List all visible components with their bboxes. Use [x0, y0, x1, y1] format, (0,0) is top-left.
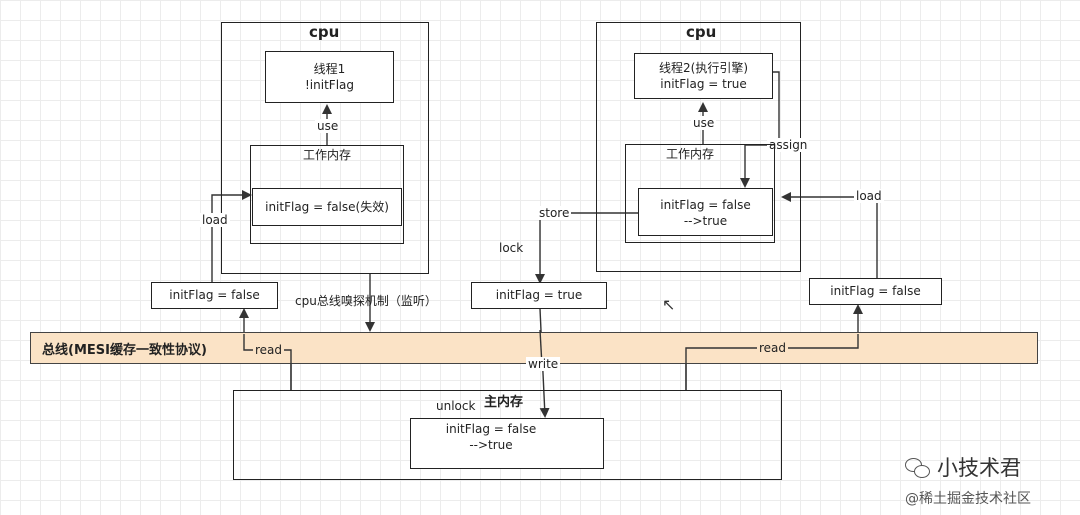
flag-box-middle — [471, 282, 607, 309]
working-memory-right-title: 工作内存 — [665, 147, 714, 161]
cpu-right-title: cpu — [686, 23, 717, 41]
flag-right-text: initFlag = false — [830, 284, 921, 298]
sniff-label: cpu总线嗅探机制（监听） — [295, 294, 437, 308]
watermark-account-text: 小技术君 — [937, 456, 1021, 480]
thread1-flag: !initFlag — [305, 78, 354, 92]
flag-left-text: initFlag = false — [169, 288, 260, 302]
unlock-label: unlock — [436, 399, 476, 413]
watermark-site: @稀土掘金技术社区 — [905, 491, 1031, 507]
working-memory-left-title: 工作内存 — [302, 148, 351, 162]
main-memory-value: initFlag = false -->true — [410, 421, 572, 453]
working-memory-right — [625, 144, 775, 243]
working-memory-left-value-box — [252, 188, 402, 226]
wechat-icon — [905, 458, 931, 480]
cpu-left-container — [221, 22, 429, 274]
load-label-left: load — [200, 213, 230, 227]
use-label-right: use — [691, 116, 717, 130]
thread1-text: 线程1 !initFlag — [265, 61, 394, 93]
working-memory-right-value-line2: -->true — [683, 214, 728, 228]
flag-box-right — [809, 278, 942, 305]
main-memory-value-box — [410, 418, 604, 469]
main-memory-value-line1: initFlag = false — [445, 422, 537, 436]
store-label: store — [537, 206, 572, 220]
bus-label: 总线(MESI缓存一致性协议) — [42, 343, 207, 358]
flag-middle-text: initFlag = true — [495, 288, 583, 302]
thread2-text: 线程2(执行引擎) initFlag = true — [634, 60, 773, 92]
read-label-right: read — [757, 341, 789, 355]
mouse-cursor-icon: ↖ — [662, 295, 676, 314]
lock-label: lock — [499, 241, 524, 255]
thread2-name: 线程2(执行引擎) — [659, 61, 748, 75]
main-memory-value-line2: -->true — [469, 438, 513, 452]
main-memory-box — [233, 390, 782, 480]
working-memory-right-value-box — [638, 188, 773, 236]
working-memory-right-value-line1: initFlag = false — [660, 198, 751, 212]
thread2-box — [634, 53, 773, 99]
working-memory-right-value: initFlag = false -->true — [638, 197, 773, 229]
assign-label: assign — [767, 138, 810, 152]
thread2-flag: initFlag = true — [660, 77, 747, 91]
cpu-left-title: cpu — [309, 23, 340, 41]
flag-box-left — [151, 282, 278, 309]
thread1-name: 线程1 — [313, 62, 346, 76]
write-label: write — [526, 357, 561, 371]
main-memory-title: 主内存 — [484, 395, 524, 410]
working-memory-left — [250, 145, 404, 244]
thread1-box — [265, 51, 394, 103]
use-label-left: use — [315, 119, 341, 133]
working-memory-left-value: initFlag = false(失效) — [265, 200, 389, 214]
watermark-account: 小技术君 — [905, 452, 1021, 482]
load-label-right: load — [854, 189, 884, 203]
read-label-left: read — [253, 343, 285, 357]
load-arrow-left — [211, 190, 252, 282]
